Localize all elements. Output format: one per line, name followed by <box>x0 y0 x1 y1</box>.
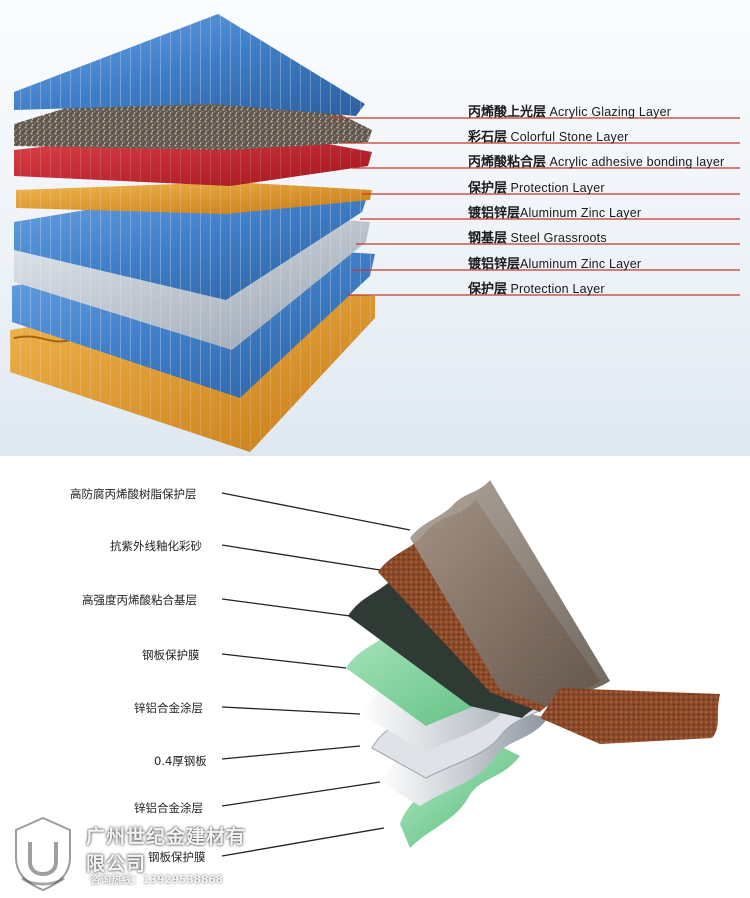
top-label-8-en: Protection Layer <box>510 282 605 296</box>
top-label-5-en: Aluminum Zinc Layer <box>520 206 642 220</box>
bottom-label-3: 高强度丙烯酸粘合基层 <box>82 593 197 607</box>
top-label-1-en: Acrylic Glazing Layer <box>549 105 672 119</box>
top-label-2-en: Colorful Stone Layer <box>510 130 629 144</box>
top-label-8: 保护层 Protection Layer <box>468 278 605 297</box>
colored-sand-tail <box>540 688 720 744</box>
top-label-7: 镀铝锌层Aluminum Zinc Layer <box>468 253 641 272</box>
stacked-sheets-illustration <box>10 14 740 452</box>
watermark-phone: 咨询热线：13929538868 <box>90 874 223 886</box>
top-label-2: 彩石层 Colorful Stone Layer <box>468 126 628 145</box>
company-watermark: 广州世纪金建材有限公司 咨询热线：13929538868 <box>0 806 260 898</box>
bottom-label-2: 抗紫外线釉化彩砂 <box>110 539 202 553</box>
top-label-7-en: Aluminum Zinc Layer <box>520 257 642 271</box>
bottom-label-8: 钢板保护膜 <box>148 850 206 864</box>
orange-sheet-protection <box>16 182 372 214</box>
bottom-label-5: 锌铝合金涂层 <box>134 701 203 715</box>
bottom-label-7: 锌铝合金涂层 <box>134 801 203 815</box>
top-label-4: 保护层 Protection Layer <box>468 177 605 196</box>
top-label-3-en: Acrylic adhesive bonding layer <box>549 155 725 169</box>
exploded-tile-illustration <box>221 480 720 857</box>
top-label-6-en: Steel Grassroots <box>510 231 607 245</box>
top-label-1-cn: 丙烯酸上光层 <box>468 105 547 120</box>
top-label-1: 丙烯酸上光层 Acrylic Glazing Layer <box>468 101 671 120</box>
top-label-5-cn: 镀铝锌层 <box>468 206 521 221</box>
blue-sheet-middle <box>14 184 368 300</box>
company-logo-icon <box>15 816 71 892</box>
top-label-6-cn: 钢基层 <box>468 231 508 246</box>
bottom-leader-lines <box>221 492 411 857</box>
layer-structure-diagram-bottom: 高防腐丙烯酸树脂保护层 抗紫外线釉化彩砂 高强度丙烯酸粘合基层 钢板保护膜 锌铝… <box>0 456 750 898</box>
bottom-label-1: 高防腐丙烯酸树脂保护层 <box>70 487 197 501</box>
top-label-4-en: Protection Layer <box>510 181 605 195</box>
acrylic-protective-layer <box>410 480 610 708</box>
top-label-5: 镀铝锌层Aluminum Zinc Layer <box>468 202 641 221</box>
top-label-4-cn: 保护层 <box>468 181 508 196</box>
watermark-company-name: 广州世纪金建材有限公司 <box>86 826 247 875</box>
blue-sheet-top <box>14 14 365 116</box>
top-label-3: 丙烯酸粘合层 Acrylic adhesive bonding layer <box>468 151 724 170</box>
top-label-8-cn: 保护层 <box>468 282 508 297</box>
top-label-2-cn: 彩石层 <box>468 130 508 145</box>
bottom-label-6: 0.4厚钢板 <box>154 754 207 768</box>
bottom-label-4: 钢板保护膜 <box>142 648 200 662</box>
top-label-6: 钢基层 Steel Grassroots <box>468 227 607 246</box>
top-label-3-cn: 丙烯酸粘合层 <box>468 155 547 170</box>
label-leader-lines <box>330 117 740 296</box>
layer-structure-diagram-top: 丙烯酸上光层 Acrylic Glazing Layer 彩石层 Colorfu… <box>0 0 750 456</box>
top-label-7-cn: 镀铝锌层 <box>468 257 521 272</box>
green-film-bottom <box>400 741 520 848</box>
